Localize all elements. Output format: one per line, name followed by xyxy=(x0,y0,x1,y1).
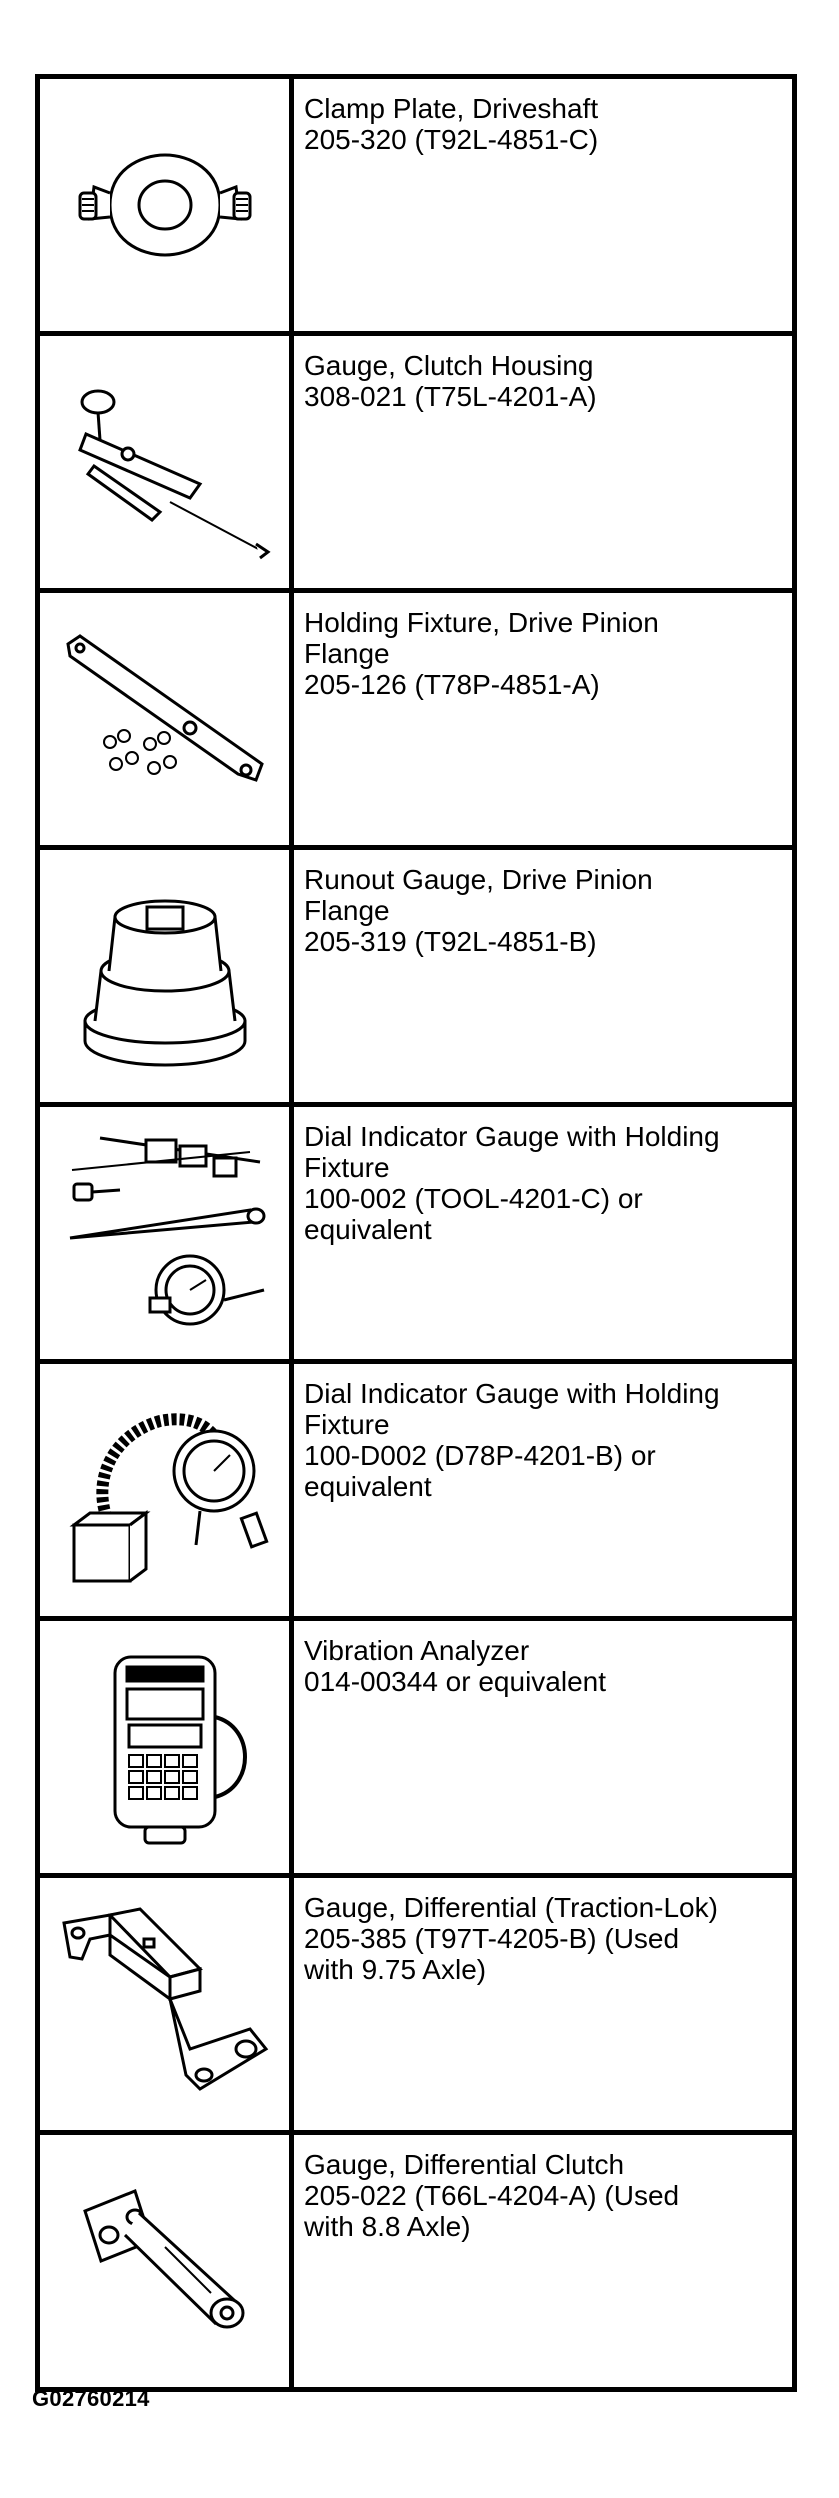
tool-image-cell xyxy=(35,2130,294,2392)
tool-description: Gauge, Clutch Housing 308-021 (T75L-4201… xyxy=(289,331,797,593)
tool-number: 100-D002 (D78P-4201-B) or xyxy=(304,1440,656,1471)
tool-number: 100-002 (TOOL-4201-C) or xyxy=(304,1183,643,1214)
tool-name: Holding Fixture, Drive Pinion xyxy=(304,607,659,638)
magnetic-dial-indicator-icon xyxy=(69,1413,269,1583)
tool-name: Vibration Analyzer xyxy=(304,1635,530,1666)
tool-image-cell xyxy=(35,74,294,336)
tool-name-cont: Flange xyxy=(304,638,390,669)
tool-number: 205-022 (T66L-4204-A) (Used xyxy=(304,2180,680,2211)
tool-image-cell xyxy=(35,1873,294,2135)
dial-indicator-kit-icon xyxy=(69,1136,265,1326)
tool-name: Gauge, Clutch Housing xyxy=(304,350,594,381)
tool-number: 014-00344 or equivalent xyxy=(304,1666,607,1697)
clutch-housing-gauge-icon xyxy=(77,389,271,560)
tool-description: Vibration Analyzer 014-00344 or equivale… xyxy=(289,1616,797,1878)
tool-image-cell xyxy=(35,1102,294,1364)
tool-row: Clamp Plate, Driveshaft 205-320 (T92L-48… xyxy=(35,74,797,336)
tool-description: Holding Fixture, Drive Pinion Flange 205… xyxy=(289,588,797,850)
tool-description: Runout Gauge, Drive Pinion Flange 205-31… xyxy=(289,845,797,1107)
tool-name-cont: Fixture xyxy=(304,1409,390,1440)
tool-note: equivalent xyxy=(304,1471,432,1502)
tool-number: 308-021 (T75L-4201-A) xyxy=(304,381,597,412)
tool-image-cell xyxy=(35,1616,294,1878)
tool-name-cont: Fixture xyxy=(304,1152,390,1183)
tool-note: with 8.8 Axle) xyxy=(304,2211,471,2242)
vibration-analyzer-icon xyxy=(113,1655,247,1845)
differential-gauge-icon xyxy=(61,1907,268,2091)
tool-row: Gauge, Differential Clutch 205-022 (T66L… xyxy=(35,2130,797,2392)
tool-row: Dial Indicator Gauge with Holding Fixtur… xyxy=(35,1359,797,1621)
differential-clutch-gauge-icon xyxy=(82,2189,244,2329)
tool-number: 205-320 (T92L-4851-C) xyxy=(304,124,599,155)
tool-row: Runout Gauge, Drive Pinion Flange 205-31… xyxy=(35,845,797,1107)
tool-description: Gauge, Differential Clutch 205-022 (T66L… xyxy=(289,2130,797,2392)
tool-row: Dial Indicator Gauge with Holding Fixtur… xyxy=(35,1102,797,1364)
figure-id: G02760214 xyxy=(32,2386,150,2411)
tool-row: Gauge, Differential (Traction-Lok) 205-3… xyxy=(35,1873,797,2135)
tool-description: Dial Indicator Gauge with Holding Fixtur… xyxy=(289,1359,797,1621)
tool-name: Clamp Plate, Driveshaft xyxy=(304,93,599,124)
runout-gauge-icon xyxy=(83,899,246,1067)
tool-number: 205-319 (T92L-4851-B) xyxy=(304,926,597,957)
tool-row: Holding Fixture, Drive Pinion Flange 205… xyxy=(35,588,797,850)
tool-description: Gauge, Differential (Traction-Lok) 205-3… xyxy=(289,1873,797,2135)
tool-image-cell xyxy=(35,331,294,593)
tool-image-cell xyxy=(35,845,294,1107)
tool-name: Runout Gauge, Drive Pinion xyxy=(304,864,653,895)
tool-name-cont: Flange xyxy=(304,895,390,926)
tool-description: Dial Indicator Gauge with Holding Fixtur… xyxy=(289,1102,797,1364)
clamp-plate-icon xyxy=(78,153,251,257)
tool-note: with 9.75 Axle) xyxy=(304,1954,487,1985)
tool-note: equivalent xyxy=(304,1214,432,1245)
tool-name: Gauge, Differential Clutch xyxy=(304,2149,625,2180)
tool-name: Dial Indicator Gauge with Holding xyxy=(304,1121,720,1152)
tool-row: Vibration Analyzer 014-00344 or equivale… xyxy=(35,1616,797,1878)
special-tools-table: Clamp Plate, Driveshaft 205-320 (T92L-48… xyxy=(35,74,797,2392)
tool-description: Clamp Plate, Driveshaft 205-320 (T92L-48… xyxy=(289,74,797,336)
tool-name: Dial Indicator Gauge with Holding xyxy=(304,1378,720,1409)
holding-fixture-icon xyxy=(65,634,264,782)
tool-row: Gauge, Clutch Housing 308-021 (T75L-4201… xyxy=(35,331,797,593)
tool-image-cell xyxy=(35,1359,294,1621)
tool-number: 205-126 (T78P-4851-A) xyxy=(304,669,600,700)
tool-number: 205-385 (T97T-4205-B) (Used xyxy=(304,1923,680,1954)
tool-image-cell xyxy=(35,588,294,850)
tool-name: Gauge, Differential (Traction-Lok) xyxy=(304,1892,718,1923)
